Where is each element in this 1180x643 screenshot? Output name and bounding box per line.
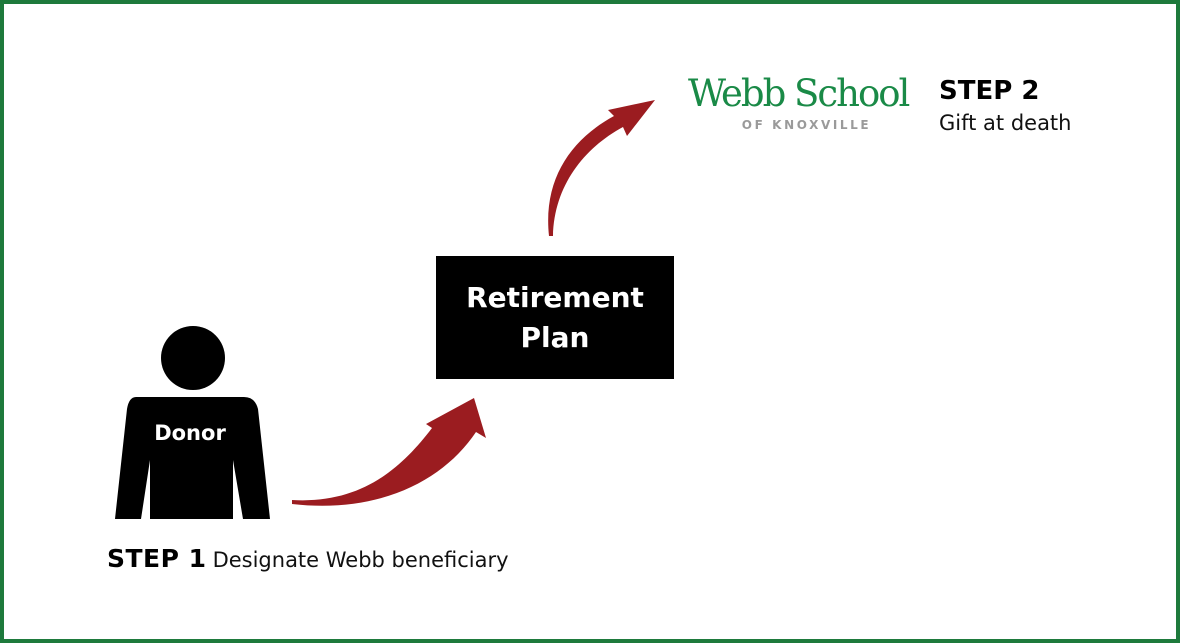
logo-name: Webb School (688, 72, 910, 115)
webb-school-logo: Webb School OF KNOXVILLE (688, 72, 913, 133)
step1-description: Designate Webb beneficiary (212, 548, 509, 572)
step1-label: STEP 1 (107, 544, 207, 573)
retirement-plan-box: Retirement Plan (436, 256, 674, 379)
step2-label: STEP 2 (939, 76, 1040, 106)
step2-caption: STEP 2 Gift at death (939, 74, 1071, 138)
donor-label: Donor (154, 421, 226, 445)
retirement-plan-label: Retirement Plan (466, 280, 644, 354)
person-silhouette-icon (115, 326, 270, 519)
logo-subtitle: OF KNOXVILLE (741, 118, 872, 132)
step2-description: Gift at death (939, 111, 1072, 135)
plan-to-school-arrow (548, 100, 655, 236)
donor-to-plan-arrow (292, 398, 486, 506)
